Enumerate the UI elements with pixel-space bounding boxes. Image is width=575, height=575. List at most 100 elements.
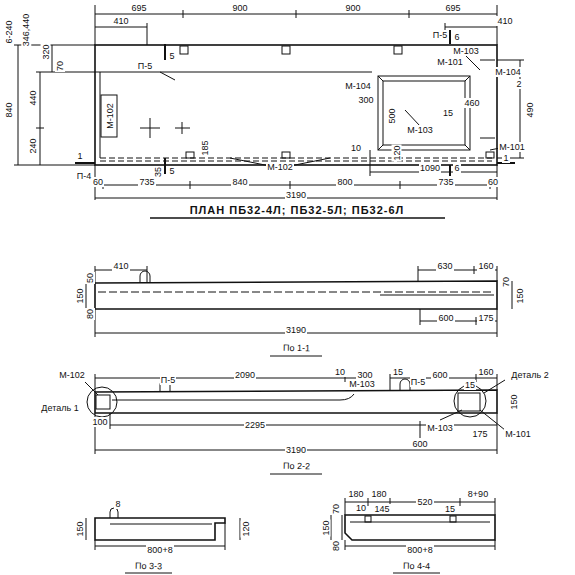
dimension-label: 70 xyxy=(331,503,341,515)
dimension-label: М-101 xyxy=(498,142,526,152)
drawing-stroke xyxy=(75,162,95,164)
drawing-stroke xyxy=(36,72,100,73)
drawing-stroke xyxy=(95,518,225,540)
drawing-stroke xyxy=(101,95,117,137)
drawing-stroke xyxy=(480,410,505,430)
dimension-label: 600 xyxy=(437,313,454,323)
plan-view xyxy=(14,5,524,218)
drawing-stroke xyxy=(112,400,340,401)
drawing-stroke xyxy=(180,46,188,54)
drawing-stroke xyxy=(497,60,524,61)
dimension-label: 3190 xyxy=(285,325,307,335)
drawing-stroke xyxy=(95,390,497,413)
dimension-label: 180 xyxy=(347,489,364,499)
dimension-label: 80 xyxy=(331,540,341,552)
drawing-stroke xyxy=(458,393,480,411)
dimension-label: 900 xyxy=(231,3,248,13)
dimension-label: 50 xyxy=(85,272,95,284)
drawing-stroke xyxy=(282,46,290,54)
dimension-label: П-5 xyxy=(410,377,426,387)
dimension-label: 735 xyxy=(138,177,155,187)
drawing-stroke xyxy=(400,379,410,391)
dimension-label: П-5 xyxy=(160,375,176,385)
dimension-label: 600 xyxy=(411,439,428,449)
drawing-stroke xyxy=(365,516,371,522)
drawing-stroke xyxy=(140,271,150,283)
drawing-stroke xyxy=(465,145,470,150)
drawing-stroke xyxy=(476,317,477,325)
drawing-stroke xyxy=(190,181,191,189)
drawing-stroke xyxy=(36,128,44,129)
plan-caption: ПЛАН ПБ32-4Л; ПБ32-5Л; ПБ32-6Л xyxy=(189,204,406,216)
drawing-stroke xyxy=(345,498,346,515)
dimension-label: М-104 xyxy=(344,81,372,91)
drawing-stroke xyxy=(497,374,498,390)
dimension-label: 695 xyxy=(130,3,147,13)
dimension-label: 60 xyxy=(487,177,499,187)
dimension-label: 10 xyxy=(350,143,362,153)
dimension-label: 80 xyxy=(85,308,95,320)
drawing-stroke xyxy=(164,44,166,60)
dimension-label: 300 xyxy=(357,95,374,105)
drawing-stroke xyxy=(100,158,492,159)
drawing-stroke xyxy=(497,158,524,159)
dimension-label: 150 xyxy=(75,287,85,304)
dimension-label: М-101 xyxy=(504,429,532,439)
dimension-label: 2090 xyxy=(234,370,256,380)
drawing-stroke xyxy=(182,122,183,134)
dimension-label: 840 xyxy=(4,101,14,118)
dimension-label: 150 xyxy=(509,393,519,410)
drawing-stroke xyxy=(380,295,494,296)
dimension-label: 2295 xyxy=(244,420,266,430)
dimension-label: 120 xyxy=(392,144,402,161)
dimension-label: 15 xyxy=(392,367,404,377)
drawing-stroke xyxy=(86,283,87,309)
dimension-label: 520 xyxy=(416,497,433,507)
dimension-label: М-101 xyxy=(436,57,464,67)
section-2-2 xyxy=(85,374,505,474)
drawing-stroke xyxy=(405,110,420,126)
dimension-label: М-103 xyxy=(348,379,376,389)
dimension-label: 8 xyxy=(114,499,121,509)
drawing-stroke xyxy=(400,181,401,189)
dimension-label: 8+90 xyxy=(467,489,489,499)
drawing-stroke xyxy=(390,374,391,391)
dimension-label: 180 xyxy=(370,489,387,499)
drawing-stroke xyxy=(420,309,421,325)
drawing-stroke xyxy=(40,72,41,165)
dimension-label: Деталь 2 xyxy=(510,370,549,380)
dimension-label: М-102 xyxy=(58,370,86,380)
dimension-label: 150 xyxy=(321,519,331,536)
dimension-label: 15 xyxy=(464,380,476,390)
dimension-label: 840 xyxy=(231,177,248,187)
drawing-stroke xyxy=(486,152,494,158)
dimension-label: 70 xyxy=(55,60,65,72)
dimension-label: 800+8 xyxy=(406,545,433,555)
dimension-label: 3190 xyxy=(285,445,307,455)
dimension-label: 410 xyxy=(112,261,129,271)
dimension-label: 410 xyxy=(496,16,513,26)
dimension-label: 175 xyxy=(477,313,494,323)
drawing-stroke xyxy=(164,158,166,174)
drawing-stroke xyxy=(147,266,148,283)
drawing-stroke xyxy=(282,152,290,158)
dimension-label: 630 xyxy=(436,261,453,271)
drawing-stroke xyxy=(484,380,505,393)
drawing-stroke xyxy=(110,508,118,518)
drawing-stroke xyxy=(96,395,110,409)
drawing-stroke xyxy=(98,292,494,293)
drawing-stroke xyxy=(480,138,495,139)
drawing-stroke xyxy=(383,81,465,145)
drawing-stroke xyxy=(331,515,332,540)
dimension-label: 185 xyxy=(200,139,210,156)
dimension-label: 410 xyxy=(112,16,129,26)
drawing-stroke xyxy=(449,165,451,176)
dimension-label: 15 xyxy=(442,108,454,118)
dimension-label: 5 xyxy=(168,51,175,61)
drawing-stroke xyxy=(497,266,498,281)
drawing-stroke xyxy=(449,30,451,44)
dimension-label: 160 xyxy=(477,261,494,271)
dimension-label: М-102 xyxy=(105,102,115,130)
drawing-stroke xyxy=(474,266,475,274)
